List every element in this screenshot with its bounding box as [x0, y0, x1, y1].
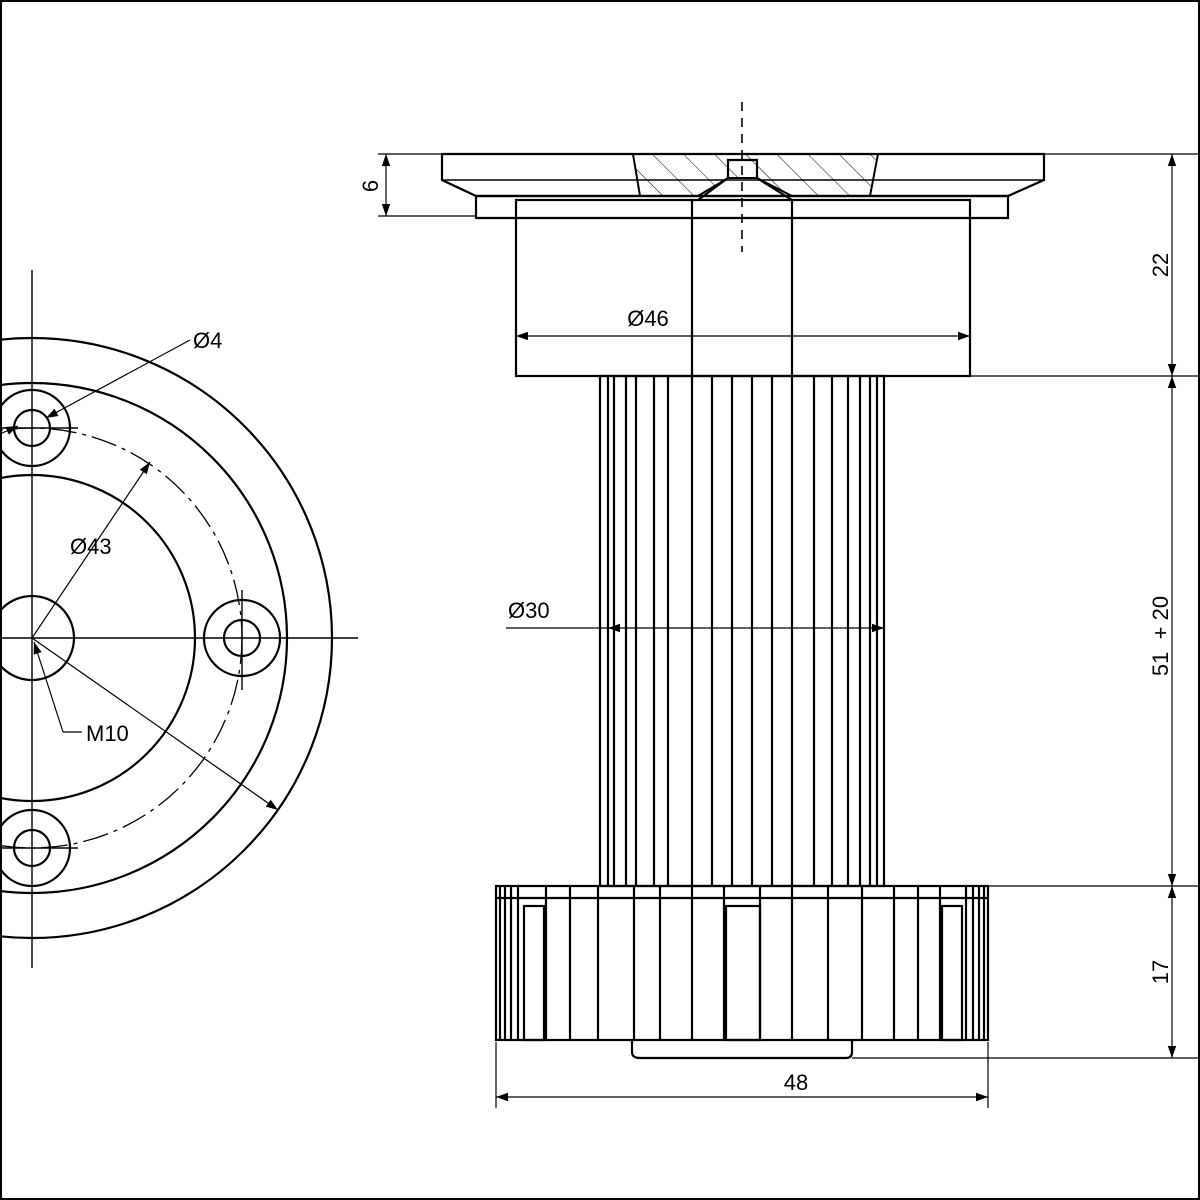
- bolt-circle-dim-line: [31, 461, 151, 639]
- top-housing: [514, 198, 972, 378]
- shaft-diameter-label: Ø30: [508, 598, 550, 623]
- thread-leader: [33, 641, 64, 733]
- foot-width-label: 48: [784, 1070, 808, 1095]
- ribbed-shaft: [598, 374, 886, 888]
- foot-base-pad: [630, 1040, 854, 1060]
- hole-diameter-label: Ø4: [193, 328, 222, 353]
- bolt-circle-label: Ø43: [70, 534, 112, 559]
- flange-thickness-label: 6: [358, 180, 383, 192]
- foot-height-label: 17: [1148, 960, 1173, 984]
- plan-view: Ø4 Ø43 M10: [0, 270, 358, 968]
- hole-diameter-leader: [45, 339, 191, 419]
- shaft-height-label: 51 + 20: [1148, 596, 1173, 676]
- side-view: 6 22 51 + 20 17 Ø46 Ø30 48: [358, 102, 1198, 1108]
- top-diameter-label: Ø46: [627, 306, 669, 331]
- top-height-label: 22: [1148, 253, 1173, 277]
- adjustable-foot: [494, 884, 990, 1060]
- thread-label: M10: [86, 721, 129, 746]
